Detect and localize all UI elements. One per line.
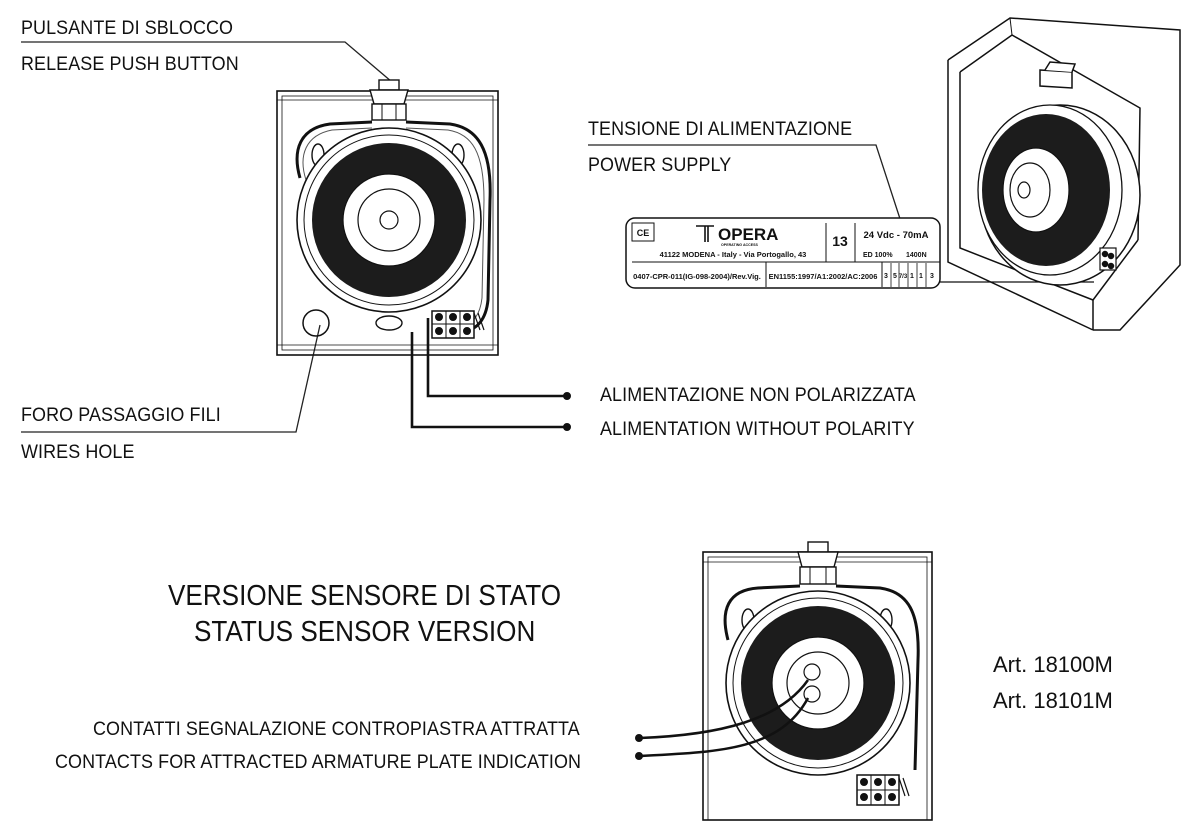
code-cells (890, 263, 927, 287)
section-title-en: STATUS SENSOR VERSION (194, 616, 536, 648)
power-supply-label-it: TENSIONE DI ALIMENTAZIONE (588, 118, 853, 140)
plate-number: 13 (832, 233, 848, 249)
alimentation-label-en: ALIMENTATION WITHOUT POLARITY (600, 418, 915, 440)
magnet-front-view-top (276, 79, 571, 431)
code-3: 7/3 (899, 274, 908, 280)
release-button-label-it: PULSANTE DI SBLOCCO (21, 17, 234, 39)
power-supply-label-en: POWER SUPPLY (588, 154, 732, 176)
code-1: 3 (884, 273, 888, 280)
release-button-label-en: RELEASE PUSH BUTTON (21, 53, 239, 75)
release-push-button-bottom (797, 541, 839, 585)
voltage: 24 Vdc - 70mA (864, 230, 929, 241)
magnet-front-view-bottom (635, 541, 933, 821)
wires-hole-label-en: WIRES HOLE (21, 441, 135, 463)
wires-hole-label-it: FORO PASSAGGIO FILI (21, 404, 221, 426)
release-leader (21, 41, 393, 83)
contacts-label-en: CONTACTS FOR ATTRACTED ARMATURE PLATE IN… (55, 751, 582, 773)
standard: EN1155:1997/A1:2002/AC:2006 (769, 272, 878, 281)
code-6: 3 (930, 273, 934, 280)
terminal-block-top (431, 310, 485, 339)
duty-cycle: ED 100% (863, 252, 893, 259)
article-number-1: Art. 18100M (993, 652, 1113, 677)
release-push-button (369, 79, 409, 121)
code-4: 1 (910, 273, 914, 280)
wires-leader (21, 324, 321, 433)
certificate: 0407-CPR-011(IG-098-2004)/Rev.Vig. (633, 272, 761, 281)
terminal-block-bottom (856, 774, 910, 806)
address: 41122 MODENA - Italy - Via Portogallo, 4… (660, 250, 807, 259)
contacts-label-it: CONTATTI SEGNALAZIONE CONTROPIASTRA ATTR… (93, 718, 580, 740)
article-number-2: Art. 18101M (993, 688, 1113, 713)
holding-force: 1400N (906, 252, 927, 259)
brand-name: OPERA (718, 225, 778, 244)
code-5: 1 (919, 273, 923, 280)
power-leader (588, 144, 904, 229)
alimentation-label-it: ALIMENTAZIONE NON POLARIZZATA (600, 384, 916, 406)
leader-lines (21, 41, 904, 433)
magnet-isometric-view (947, 17, 1181, 331)
ce-mark: CE (637, 228, 650, 238)
brand-subtitle: OPERATING ACCESS (721, 243, 759, 247)
code-2: 5 (893, 273, 897, 280)
section-title-it: VERSIONE SENSORE DI STATO (168, 580, 562, 612)
